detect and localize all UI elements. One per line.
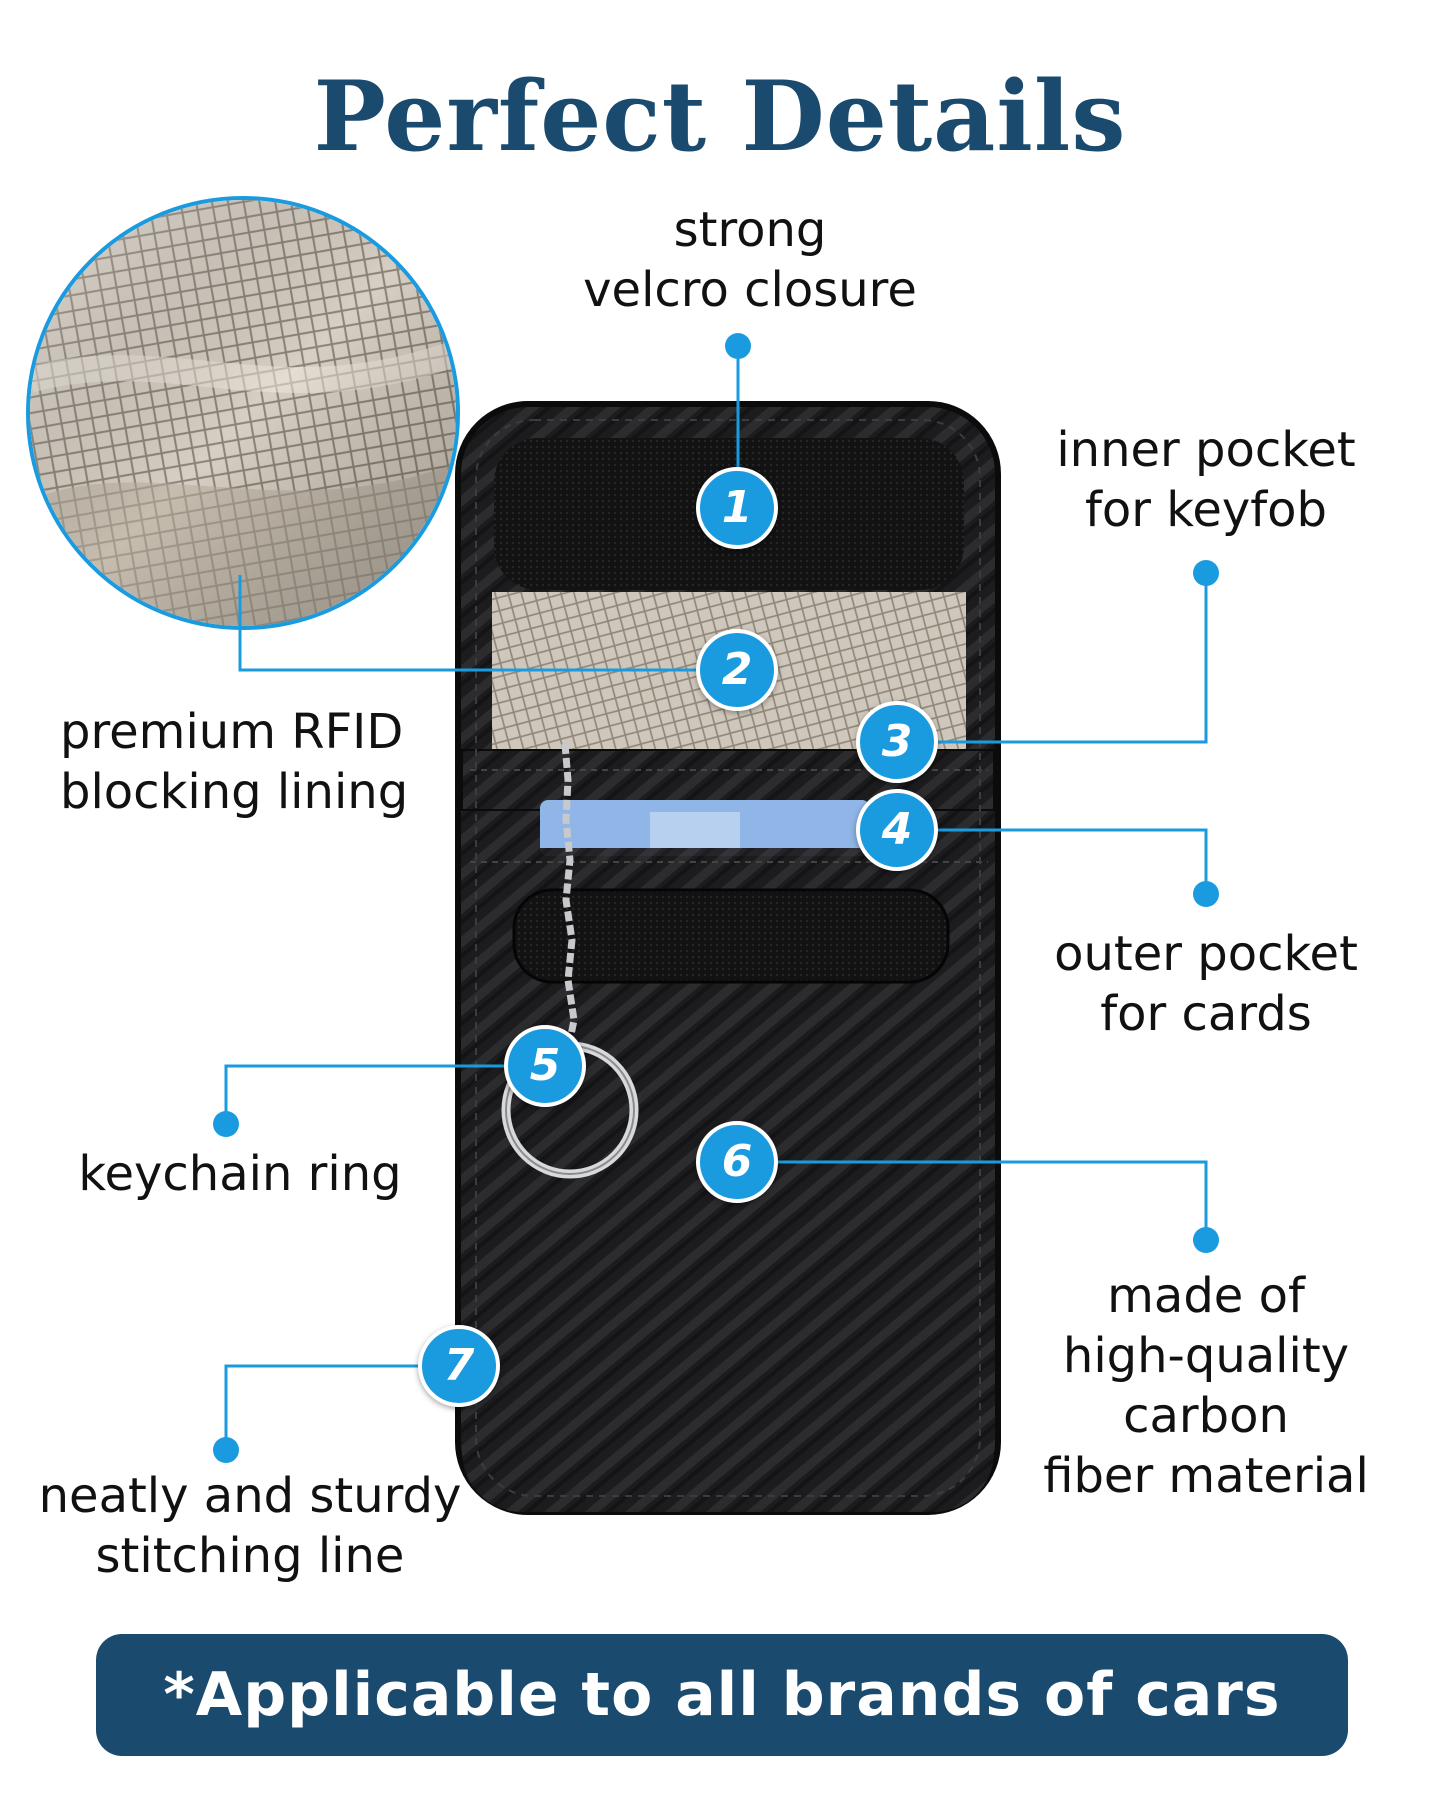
- badge-6: 6: [696, 1121, 778, 1203]
- label-inner-pocket: inner pocket for keyfob: [1036, 420, 1376, 540]
- label-outer-pocket: outer pocket for cards: [1036, 924, 1376, 1044]
- lining-fabric-texture: [30, 200, 456, 626]
- label-line: for keyfob: [1084, 482, 1327, 538]
- badge-1: 1: [696, 467, 778, 549]
- label-keychain-ring: keychain ring: [70, 1144, 410, 1204]
- badge-2: 2: [696, 629, 778, 711]
- lining-zoom-image: [26, 196, 460, 630]
- label-line: keychain ring: [78, 1146, 402, 1202]
- badge-7: 7: [418, 1325, 500, 1407]
- label-line: made of: [1107, 1268, 1305, 1324]
- label-carbon-fiber: made of high-quality carbon fiber materi…: [1036, 1266, 1376, 1506]
- badge-3: 3: [856, 701, 938, 783]
- label-line: strong: [673, 202, 827, 258]
- compatibility-banner: *Applicable to all brands of cars: [96, 1634, 1348, 1756]
- label-line: stitching line: [95, 1528, 405, 1584]
- badge-5: 5: [504, 1025, 586, 1107]
- outer-velcro-patch: [512, 888, 950, 984]
- label-line: high-quality: [1062, 1328, 1350, 1384]
- page-title: Perfect Details: [313, 60, 1127, 173]
- label-line: blocking lining: [60, 764, 409, 820]
- label-line: premium RFID: [60, 704, 404, 760]
- label-line: neatly and sturdy: [38, 1468, 462, 1524]
- label-line: velcro closure: [583, 262, 917, 318]
- label-line: outer pocket: [1054, 926, 1358, 982]
- connector-lines: [224, 346, 1208, 1450]
- keychain-chain: [561, 743, 578, 1041]
- badge-4: 4: [856, 789, 938, 871]
- label-line: for cards: [1100, 986, 1312, 1042]
- label-velcro-closure: strong velcro closure: [560, 200, 940, 320]
- label-stitching: neatly and sturdy stitching line: [30, 1466, 470, 1586]
- label-line: fiber material: [1043, 1448, 1369, 1504]
- connector-dots: [213, 333, 1219, 1463]
- label-line: inner pocket: [1056, 422, 1356, 478]
- label-line: carbon: [1123, 1388, 1289, 1444]
- label-rfid-lining: premium RFID blocking lining: [60, 702, 440, 822]
